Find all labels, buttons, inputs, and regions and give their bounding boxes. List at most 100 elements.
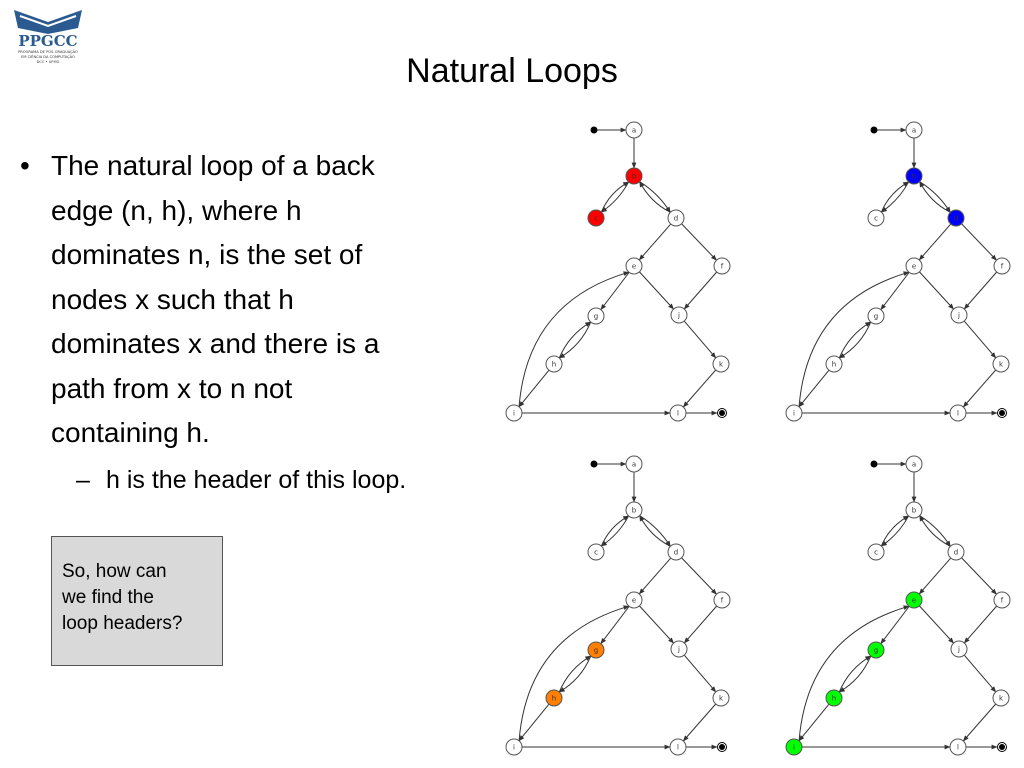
start-marker — [870, 126, 878, 134]
node-l — [949, 738, 967, 756]
edge-h-g — [558, 655, 592, 693]
node-label-d: d — [674, 215, 678, 223]
node-i — [785, 738, 803, 756]
edge-d-e — [638, 557, 672, 595]
node-label-k: k — [719, 695, 724, 703]
node-label-g: g — [874, 313, 878, 321]
node-label-g: g — [594, 313, 598, 321]
node-label-d: d — [954, 215, 958, 223]
edge-d-b — [919, 181, 951, 213]
node-j — [950, 640, 968, 658]
edge-i-e — [518, 271, 630, 407]
node-h — [825, 355, 843, 373]
node-b — [625, 501, 643, 519]
logo-line-1: PROGRAMA DE PÓS-GRADUAÇÃO — [18, 49, 78, 54]
edge-e-j — [639, 271, 674, 310]
end-marker-core — [719, 744, 725, 750]
edge-d-f — [681, 223, 717, 261]
node-c — [587, 209, 605, 227]
start-marker — [590, 460, 598, 468]
node-k — [992, 355, 1010, 373]
edge-d-e — [918, 557, 952, 595]
edge-e-g — [880, 272, 910, 311]
node-d — [947, 209, 965, 227]
node-label-g: g — [874, 647, 878, 655]
node-l — [669, 738, 687, 756]
node-h — [545, 355, 563, 373]
node-label-j: j — [957, 312, 960, 320]
edge-g-h — [558, 321, 592, 359]
node-h — [545, 689, 563, 707]
node-label-f: f — [1001, 597, 1004, 605]
ppgcc-logo: PPGCC PROGRAMA DE PÓS-GRADUAÇÃO EM CIÊNC… — [14, 10, 82, 64]
node-j — [670, 640, 688, 658]
bullet-line: dominates n, is the set of — [51, 239, 363, 270]
edge-h-i — [798, 369, 830, 408]
bullet-line: nodes x such that h — [51, 283, 294, 315]
node-g — [587, 641, 605, 659]
edge-h-g — [838, 655, 872, 693]
node-label-k: k — [999, 361, 1004, 369]
edge-c-b — [880, 181, 910, 213]
node-label-j: j — [677, 646, 680, 654]
bullet-line: edge (n, h), where h — [51, 194, 302, 226]
node-a — [625, 455, 643, 473]
logo-name: PPGCC — [18, 32, 77, 50]
logo-line-3: DCC • UFMG — [37, 60, 60, 64]
edge-j-k — [963, 654, 997, 693]
edge-j-k — [683, 654, 717, 693]
node-e — [625, 257, 643, 275]
node-label-i: i — [513, 410, 515, 418]
edge-b-c — [600, 515, 630, 547]
node-label-f: f — [721, 597, 724, 605]
node-k — [712, 689, 730, 707]
edge-e-g — [600, 272, 630, 311]
edge-f-j — [683, 605, 718, 644]
edge-e-j — [919, 605, 954, 644]
bullet-dot-icon: • — [20, 150, 30, 181]
node-g — [867, 307, 885, 325]
node-e — [905, 257, 923, 275]
end-marker-core — [999, 744, 1005, 750]
node-f — [713, 257, 731, 275]
node-i — [785, 404, 803, 422]
edge-d-e — [918, 223, 952, 261]
node-label-a: a — [912, 461, 916, 469]
node-a — [625, 121, 643, 139]
edge-e-j — [639, 605, 674, 644]
edge-k-l — [682, 703, 717, 742]
note-line: So, how can — [62, 561, 167, 582]
edge-h-g — [838, 321, 872, 359]
edge-e-g — [880, 606, 910, 645]
node-label-b: b — [912, 507, 917, 515]
node-f — [993, 257, 1011, 275]
edge-d-b — [919, 515, 951, 547]
node-label-j: j — [957, 646, 960, 654]
edge-h-i — [518, 369, 550, 408]
edge-b-c — [880, 181, 910, 213]
node-g — [867, 641, 885, 659]
node-label-l: l — [957, 410, 959, 418]
node-j — [670, 306, 688, 324]
edge-f-j — [963, 271, 998, 310]
edge-e-j — [919, 271, 954, 310]
node-label-i: i — [793, 744, 795, 752]
node-i — [505, 738, 523, 756]
edge-c-b — [880, 515, 910, 547]
bullet-line: containing h. — [51, 417, 210, 448]
sub-bullet-text: h is the header of this loop. — [106, 465, 407, 494]
edge-k-l — [962, 369, 997, 408]
edge-b-d — [639, 515, 671, 547]
node-label-b: b — [632, 173, 637, 181]
edge-i-e — [518, 605, 630, 741]
edge-d-f — [961, 557, 997, 595]
node-l — [949, 404, 967, 422]
node-a — [905, 121, 923, 139]
edge-f-j — [963, 605, 998, 644]
node-label-h: h — [552, 361, 556, 369]
note-line: we find the — [62, 587, 154, 608]
node-label-k: k — [719, 361, 724, 369]
note-box: So, how can we find the loop headers? — [51, 536, 223, 666]
